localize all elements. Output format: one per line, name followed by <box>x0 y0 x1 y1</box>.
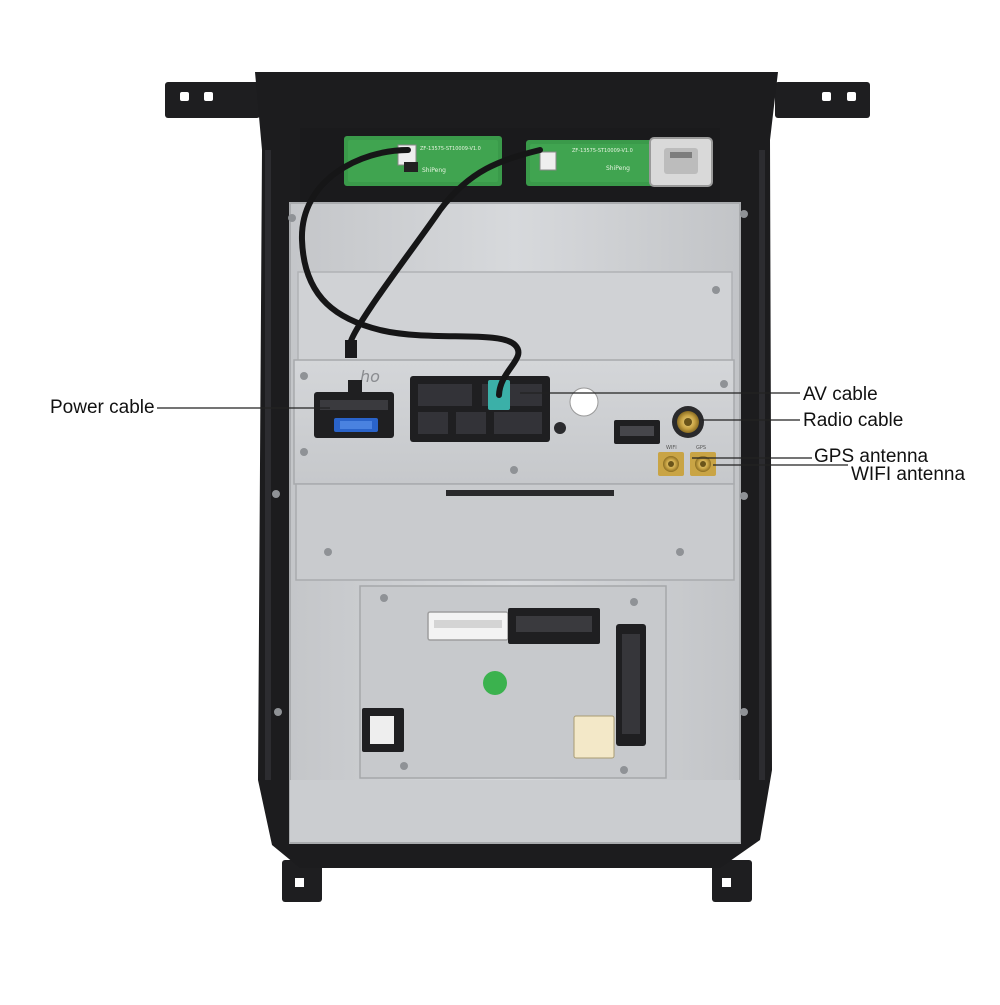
pcb-board-right: ZF-13575-ST10009-V1.0 ShiPeng <box>526 140 660 186</box>
label-radio-cable: Radio cable <box>803 410 904 431</box>
black-connector <box>508 608 600 644</box>
chassis-screws <box>272 210 748 774</box>
label-wifi-antenna: WIFI antenna <box>851 464 966 485</box>
mounting-bracket-right <box>775 82 870 118</box>
mounting-bracket-left <box>165 82 260 118</box>
leader-lines <box>157 392 848 466</box>
disc-slot <box>446 490 614 496</box>
relay-module <box>573 715 615 759</box>
label-power-cable: Power cable <box>50 397 155 418</box>
wifi-antenna-socket <box>658 452 684 476</box>
pcb-board-left: ZF-13575-ST10009-V1.0 ShiPeng <box>344 136 502 186</box>
pcb-right-code: ZF-13575-ST10009-V1.0 <box>572 148 633 154</box>
av-connector <box>410 376 566 442</box>
green-sticker <box>483 671 507 695</box>
gps-port-label: GPS <box>696 445 706 451</box>
mounting-tab-bottom-left <box>282 860 322 902</box>
ce-sticker <box>569 387 599 417</box>
wifi-port-label: WIFI <box>666 445 677 451</box>
white-connector <box>427 611 509 641</box>
pcb-left-brand: ShiPeng <box>422 167 446 174</box>
radio-antenna-socket <box>672 406 704 438</box>
gps-antenna-socket <box>690 452 716 476</box>
handwritten-mark: ho <box>360 367 380 386</box>
pcb-left-code: ZF-13575-ST10009-V1.0 <box>420 146 481 152</box>
mounting-tab-bottom-right <box>712 860 752 902</box>
label-gps-antenna: GPS antenna <box>814 446 929 467</box>
small-socket <box>362 708 404 752</box>
power-connector <box>314 380 394 438</box>
label-av-cable: AV cable <box>803 384 878 405</box>
side-connector <box>616 624 646 746</box>
pcb-right-brand: ShiPeng <box>606 165 630 172</box>
top-connector-socket <box>649 137 713 187</box>
hdmi-port <box>614 420 660 444</box>
wire-harness <box>298 147 522 398</box>
